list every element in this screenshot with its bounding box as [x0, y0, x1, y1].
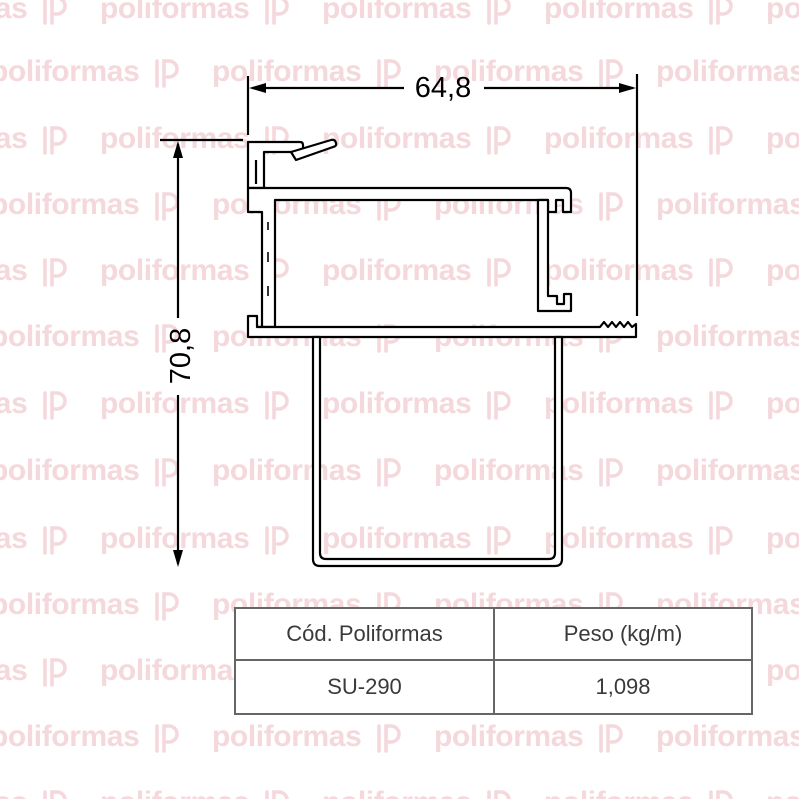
width-arrow-left [249, 83, 266, 93]
watermark-text: poliformas [0, 387, 28, 420]
poliformas-logo-icon [709, 126, 733, 155]
watermark-text: poliformas [544, 122, 694, 155]
poliformas-logo-icon [155, 724, 179, 753]
watermark-text: poliformas [100, 654, 250, 687]
watermark-text: poliformas [0, 588, 140, 621]
watermark-text: poliformas [544, 785, 694, 799]
width-arrow-right [619, 83, 636, 93]
watermark-text: poliformas [0, 0, 28, 25]
poliformas-logo-icon [487, 126, 511, 155]
height-arrow-bottom [173, 550, 183, 567]
poliformas-logo-icon [377, 59, 401, 88]
poliformas-logo-icon [377, 724, 401, 753]
watermark-text: poliformas [212, 55, 362, 88]
watermark-text: poliformas [0, 654, 28, 687]
poliformas-logo-icon [43, 526, 67, 555]
poliformas-logo-icon [487, 526, 511, 555]
poliformas-logo-icon [43, 658, 67, 687]
watermark-text: poliformas [212, 720, 362, 753]
watermark-text: poliformas [0, 122, 28, 155]
watermark-text: poliformas [0, 720, 140, 753]
poliformas-logo-icon [487, 391, 511, 420]
poliformas-logo-icon [43, 258, 67, 287]
poliformas-logo-icon [155, 59, 179, 88]
watermark-text: poliformas [100, 0, 250, 25]
poliformas-logo-icon [43, 126, 67, 155]
poliformas-logo-icon [155, 324, 179, 353]
profile-bottom-bar [246, 314, 638, 339]
width-dimension-label: 64,8 [414, 72, 472, 104]
watermark-text: poliformas [100, 387, 250, 420]
profile-top-tab [289, 138, 338, 162]
poliformas-logo-icon [487, 0, 511, 25]
poliformas-logo-icon [709, 391, 733, 420]
watermark-text: poliformas [656, 55, 799, 88]
watermark-text: poliformas [322, 522, 472, 555]
watermark-text: poliformas [656, 720, 799, 753]
watermark-text: poliformas [322, 122, 472, 155]
poliformas-logo-icon [599, 458, 623, 487]
watermark-text: poliformas [656, 188, 799, 221]
poliformas-logo-icon [709, 0, 733, 25]
poliformas-logo-icon [43, 391, 67, 420]
watermark-text: poliformas [100, 522, 250, 555]
poliformas-logo-icon [487, 258, 511, 287]
watermark-text: poliformas [544, 0, 694, 25]
watermark-text: poliformas [544, 522, 694, 555]
poliformas-logo-icon [709, 258, 733, 287]
watermark-text: poliformas [766, 785, 799, 799]
table-header-code: Cód. Poliformas [236, 609, 495, 661]
height-arrow-top [173, 141, 183, 158]
table-cell-weight: 1,098 [595, 674, 651, 699]
watermark-text: poliformas [100, 254, 250, 287]
watermark-text: poliformas [322, 785, 472, 799]
watermark-text: poliformas [434, 55, 584, 88]
height-dimension-label: 70,8 [165, 327, 197, 385]
poliformas-logo-icon [599, 724, 623, 753]
poliformas-logo-icon [43, 0, 67, 25]
profile-upper-frame [246, 186, 573, 329]
poliformas-logo-icon [265, 391, 289, 420]
watermark-text: poliformas [434, 720, 584, 753]
watermark-text: poliformas [766, 122, 799, 155]
watermark-text: poliformas [0, 454, 140, 487]
watermark-text: poliformas [0, 55, 140, 88]
poliformas-logo-icon [265, 0, 289, 25]
watermark-text: poliformas [322, 0, 472, 25]
watermark-text: poliformas [766, 522, 799, 555]
watermark-text: poliformas [0, 254, 28, 287]
watermark-text: poliformas [322, 254, 472, 287]
table-cell-code: SU-290 [236, 661, 495, 713]
watermark-text: poliformas [766, 254, 799, 287]
watermark-text: poliformas [0, 785, 28, 799]
watermark-text: poliformas [0, 522, 28, 555]
watermark-text: poliformas [766, 0, 799, 25]
poliformas-logo-icon [599, 59, 623, 88]
watermark-text: poliformas [544, 387, 694, 420]
profile-lower-box [311, 335, 564, 568]
watermark-text: poliformas [212, 454, 362, 487]
watermark-text: poliformas [0, 188, 140, 221]
poliformas-logo-icon [155, 592, 179, 621]
watermark-text: poliformas [100, 122, 250, 155]
watermark-text: poliformas [656, 454, 799, 487]
watermark-text: poliformas [544, 254, 694, 287]
watermark-text: poliformas [0, 320, 140, 353]
poliformas-logo-icon [709, 526, 733, 555]
watermark-text: poliformas [100, 785, 250, 799]
profile-right-wall [536, 198, 573, 313]
watermark-text: poliformas [766, 387, 799, 420]
spec-table: Cód. Poliformas Peso (kg/m) SU-290 1,098 [234, 607, 753, 715]
watermark-text: poliformas [656, 320, 799, 353]
table-header-weight: Peso (kg/m) [495, 609, 751, 661]
watermark-text: poliformas [766, 654, 799, 687]
watermark-text: poliformas [322, 387, 472, 420]
poliformas-logo-icon [265, 526, 289, 555]
poliformas-logo-icon [377, 458, 401, 487]
poliformas-logo-icon [599, 192, 623, 221]
